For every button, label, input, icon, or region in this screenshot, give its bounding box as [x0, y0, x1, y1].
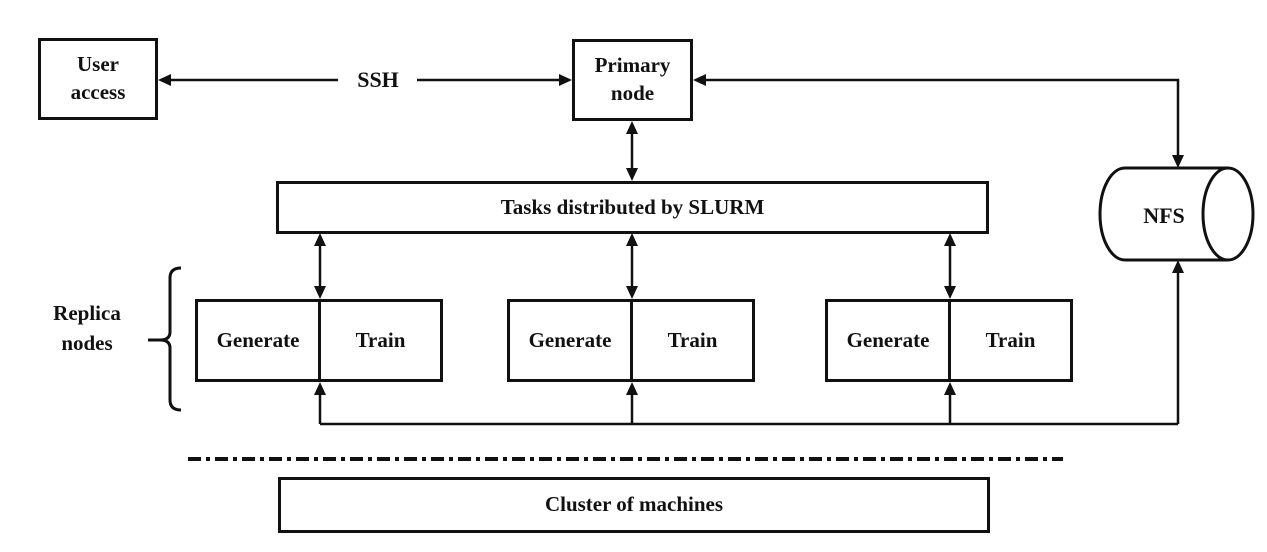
user-access-node: User access — [38, 38, 158, 120]
replica-1-generate-cell: Generate — [198, 302, 321, 379]
arrowhead-into-nfs-bottom — [1172, 260, 1184, 273]
cluster-label: Cluster of machines — [544, 492, 724, 517]
nfs-cylinder-icon — [1098, 166, 1255, 262]
arrowhead-primary-up — [626, 121, 638, 134]
arrowhead-replica3-down — [944, 286, 956, 299]
arrowhead-into-primary-left — [559, 74, 572, 86]
arrowhead-into-nfs-top — [1172, 155, 1184, 168]
cluster-node: Cluster of machines — [278, 477, 990, 533]
primary-node-label: Primary node — [594, 53, 671, 105]
replica-node-2: Generate Train — [507, 299, 755, 382]
arrowhead-bus-replica2-up — [626, 382, 638, 395]
replica-1-train-cell: Train — [355, 328, 406, 352]
nfs-label: NFS — [1143, 203, 1185, 228]
arrowhead-slurm3-up — [944, 233, 956, 246]
arrowhead-bus-replica1-up — [314, 382, 326, 395]
arrowhead-slurm2-up — [626, 233, 638, 246]
replica-2-train-cell: Train — [667, 328, 718, 352]
replica-2-generate-cell: Generate — [510, 302, 633, 379]
arrowhead-bus-replica3-up — [944, 382, 956, 395]
slurm-node: Tasks distributed by SLURM — [276, 181, 989, 234]
replica-group-label: Replica nodes — [53, 301, 121, 355]
arrowhead-into-user-access — [158, 74, 171, 86]
arrowhead-replica1-down — [314, 286, 326, 299]
arrowhead-replica2-down — [626, 286, 638, 299]
replica-3-generate-cell: Generate — [828, 302, 951, 379]
replica-node-3: Generate Train — [825, 299, 1073, 382]
edge-nfs-to-primary — [703, 78, 1180, 158]
arrowhead-into-primary-right — [693, 74, 706, 86]
arrowhead-slurm1-up — [314, 233, 326, 246]
user-access-label: User access — [70, 52, 126, 104]
primary-node: Primary node — [572, 39, 693, 121]
replica-node-1: Generate Train — [195, 299, 443, 382]
slurm-label: Tasks distributed by SLURM — [500, 194, 765, 219]
replica-3-train-cell: Train — [985, 328, 1036, 352]
replica-brace — [148, 266, 182, 412]
arrowhead-slurm-down — [626, 168, 638, 181]
ssh-edge-label: SSH — [357, 67, 399, 92]
